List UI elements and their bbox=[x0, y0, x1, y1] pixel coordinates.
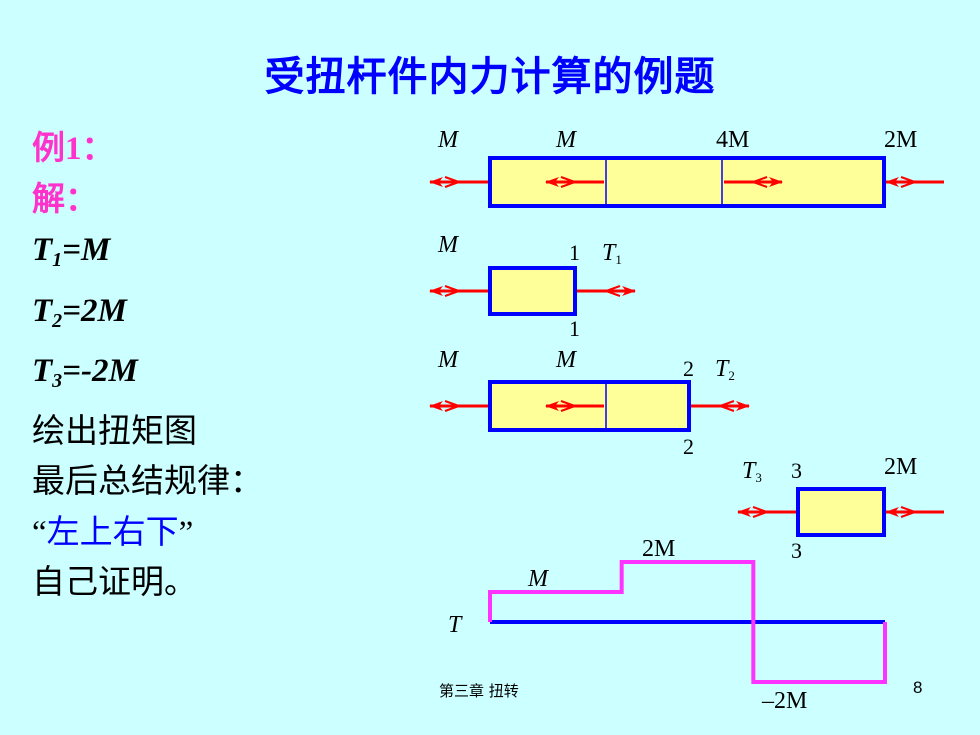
section-1-fbd: M 1 1 T1 bbox=[429, 232, 636, 341]
rule-line: “左上右下” bbox=[32, 508, 263, 559]
page-number: 8 bbox=[913, 678, 923, 697]
quote-close: ” bbox=[178, 514, 194, 551]
proof-text: 自己证明。 bbox=[32, 565, 197, 601]
section-2-internal-torque: T2 bbox=[715, 356, 735, 383]
section-2-bar bbox=[488, 380, 691, 432]
bar-label-3: 4M bbox=[716, 127, 749, 153]
section-3-fbd: T3 3 3 2M bbox=[737, 454, 944, 563]
section-1-load-label: M bbox=[437, 232, 460, 258]
section-3-bar bbox=[796, 487, 886, 537]
full-shaft: M M 4M 2M bbox=[429, 127, 944, 208]
section-1-arrow-left bbox=[429, 285, 488, 297]
bar-label-1: M bbox=[437, 127, 460, 153]
section-1-number-top: 1 bbox=[569, 240, 580, 265]
rule-text: 左上右下 bbox=[46, 514, 179, 551]
torque-label-2m: 2M bbox=[642, 536, 675, 562]
t1-value: =M bbox=[62, 232, 111, 268]
section-2-load-label-1: M bbox=[437, 347, 460, 373]
t2-value: =2M bbox=[62, 292, 127, 329]
t3-subscript: 3 bbox=[52, 370, 63, 392]
t1-symbol: T bbox=[32, 232, 53, 268]
section-3-number-bottom: 3 bbox=[791, 538, 802, 563]
draw-torque-text: 绘出扭矩图 bbox=[32, 413, 197, 450]
torque-arrow-m bbox=[545, 176, 604, 188]
section-1-internal-torque: T1 bbox=[602, 240, 622, 267]
torque-arrow-left-end bbox=[429, 176, 488, 188]
summary-text: 最后总结规律： bbox=[32, 464, 263, 500]
quote-open: “ bbox=[32, 514, 47, 551]
t2-equation: T2=2M bbox=[32, 286, 263, 347]
torque-label-m: M bbox=[527, 566, 550, 592]
bar-label-4: 2M bbox=[884, 127, 917, 153]
bar-label-2: M bbox=[555, 127, 578, 153]
t2-symbol: T bbox=[32, 292, 53, 329]
section-2-arrow-mid bbox=[545, 400, 604, 412]
section-3-arrow-left bbox=[737, 506, 796, 518]
t3-value: =-2M bbox=[62, 353, 138, 389]
solution-label: 解： bbox=[32, 181, 98, 218]
torque-diagram: T M 2M –2M bbox=[448, 536, 887, 714]
torque-arrow-4m bbox=[724, 176, 783, 188]
t3-symbol: T bbox=[32, 353, 53, 389]
section-1-arrow-right bbox=[577, 285, 636, 297]
section-3-internal-torque: T3 bbox=[742, 458, 762, 485]
torque-axis-label: T bbox=[448, 612, 463, 638]
section-3-arrow-right bbox=[885, 506, 944, 518]
section-3-load-label: 2M bbox=[884, 454, 917, 480]
t3-equation: T3=-2M bbox=[32, 346, 263, 407]
t1-equation: T1=M bbox=[32, 225, 263, 286]
section-2-arrow-right bbox=[691, 400, 750, 412]
example-label: 例1： bbox=[32, 131, 115, 167]
left-text-block: 例1： 解： T1=M T2=2M T3=-2M 绘出扭矩图 最后总结规律： “… bbox=[32, 124, 263, 609]
section-2-load-label-2: M bbox=[555, 347, 578, 373]
section-2-number-top: 2 bbox=[683, 356, 694, 381]
section-3-number-top: 3 bbox=[791, 458, 802, 483]
torque-label-neg2m: –2M bbox=[761, 688, 807, 714]
t1-subscript: 1 bbox=[52, 249, 63, 271]
section-2-fbd: M M 2 2 T2 bbox=[429, 347, 750, 459]
torque-arrow-2m bbox=[885, 176, 944, 188]
t2-subscript: 2 bbox=[52, 309, 63, 332]
section-2-number-bottom: 2 bbox=[683, 434, 694, 459]
slide-title: 受扭杆件内力计算的例题 bbox=[264, 54, 716, 99]
section-2-arrow-left bbox=[429, 400, 488, 412]
chapter-footer: 第三章 扭转 bbox=[439, 682, 519, 700]
section-1-number-bottom: 1 bbox=[569, 316, 580, 341]
section-1-bar bbox=[488, 266, 577, 316]
torque-step-curve bbox=[488, 560, 887, 684]
